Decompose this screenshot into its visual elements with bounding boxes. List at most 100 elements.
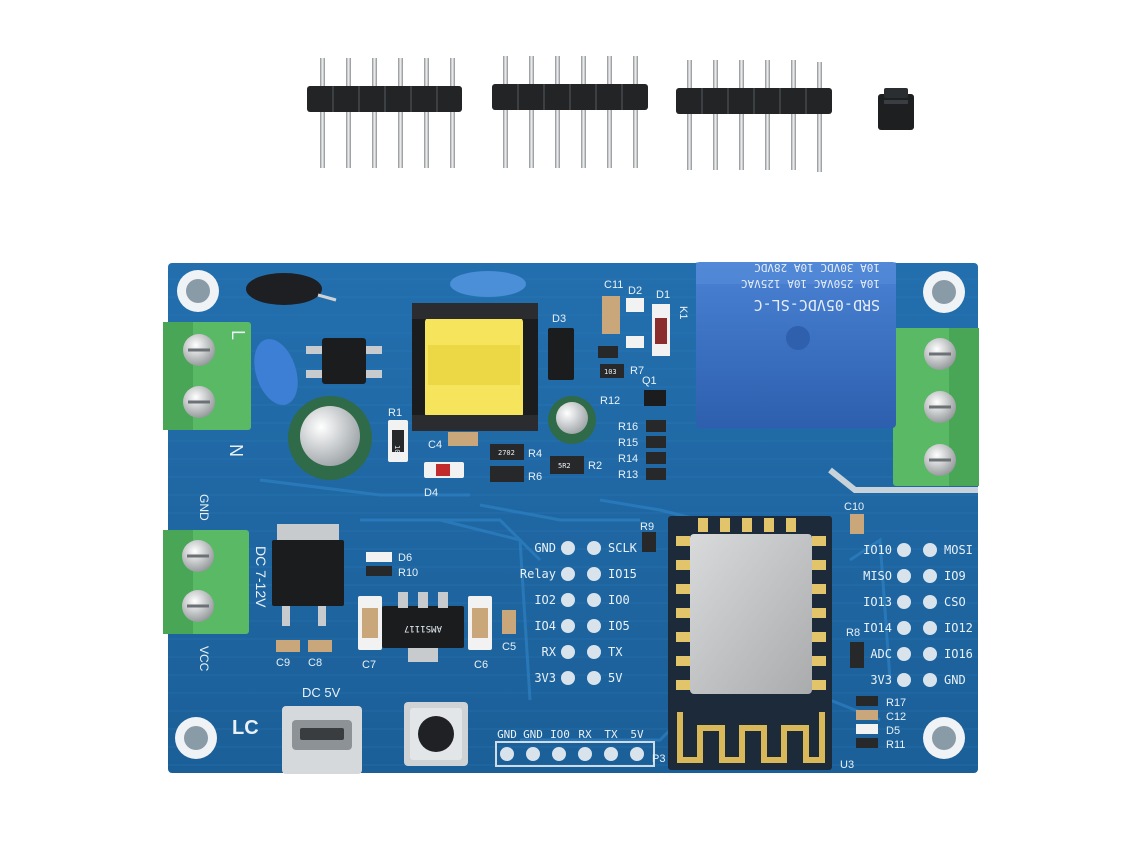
header-2-pins xyxy=(503,56,638,168)
ref-r15: R15 xyxy=(618,437,638,449)
terminal-block-dc xyxy=(163,530,249,634)
hdr2-l-miso: MISO xyxy=(863,569,892,583)
ref-r14: R14 xyxy=(618,453,638,465)
ref-c5: C5 xyxy=(502,641,516,653)
label-brand: LC xyxy=(232,717,259,739)
terminal-block-relay xyxy=(893,328,979,486)
bot-5v: 5V xyxy=(630,728,644,741)
ref-u3: U3 xyxy=(840,759,854,771)
pin-header-2 xyxy=(492,56,648,168)
ref-d3: D3 xyxy=(552,313,566,325)
hdr-r-io5: IO5 xyxy=(608,619,630,633)
mounting-hole-tr xyxy=(923,271,965,313)
hdr2-l-io13: IO13 xyxy=(863,595,892,609)
ref-r4: R4 xyxy=(528,448,542,460)
thermistor xyxy=(246,273,337,305)
hdr-l-gnd: GND xyxy=(534,541,556,555)
bridge-rectifier xyxy=(306,338,382,384)
ref-q1: Q1 xyxy=(642,375,657,387)
bot-rx: RX xyxy=(578,728,592,741)
ref-r16: R16 xyxy=(618,421,638,433)
ref-r9: R9 xyxy=(640,521,654,533)
ref-c12: C12 xyxy=(886,711,906,723)
ref-d4: D4 xyxy=(424,487,438,499)
header-right-labels-left: IO10 MISO IO13 IO14 ADC 3V3 xyxy=(863,543,892,687)
smd-code-4: 103 xyxy=(604,368,617,376)
electrolytic-cap-large xyxy=(288,396,372,480)
ref-r17: R17 xyxy=(886,697,906,709)
header-holes-left xyxy=(561,541,601,685)
hdr2-l-io10: IO10 xyxy=(863,543,892,557)
terminal-block-ac xyxy=(163,322,251,430)
header-1-pins xyxy=(320,58,455,168)
label-dc-in: DC 7-12V xyxy=(253,546,269,608)
ref-d6: D6 xyxy=(398,552,412,564)
ref-p3: P3 xyxy=(652,753,665,765)
mounting-hole-bl xyxy=(175,717,217,759)
ref-r12: R12 xyxy=(600,395,620,407)
ref-r2: R2 xyxy=(588,460,602,472)
bot-tx: TX xyxy=(604,728,618,741)
ref-c7: C7 xyxy=(362,659,376,671)
module-shield xyxy=(690,534,812,694)
electrolytic-cap-small xyxy=(548,396,596,444)
hdr2-l-adc: ADC xyxy=(870,647,892,661)
hdr-r-sclk: SCLK xyxy=(608,541,638,555)
header-right-labels-right: MOSI IO9 CSO IO12 IO16 GND xyxy=(944,543,973,687)
ref-r11: R11 xyxy=(886,739,905,751)
hdr-l-relay: Relay xyxy=(520,567,556,581)
hdr2-l-io14: IO14 xyxy=(863,621,892,635)
hdr2-l-3v3: 3V3 xyxy=(870,673,892,687)
ref-d2: D2 xyxy=(628,285,642,297)
ref-d5: D5 xyxy=(886,725,900,737)
ref-r10: R10 xyxy=(398,567,418,579)
bot-gnd-1: GND xyxy=(497,728,517,741)
ref-r6: R6 xyxy=(528,471,542,483)
header-holes-right xyxy=(897,543,937,687)
label-usb: DC 5V xyxy=(302,685,341,700)
header-3-pins xyxy=(687,60,822,172)
pcb-board xyxy=(163,262,979,774)
hdr2-r-io12: IO12 xyxy=(944,621,973,635)
pin-header-3 xyxy=(676,60,832,172)
relay xyxy=(696,262,896,428)
ref-r8: R8 xyxy=(846,627,860,639)
module-antenna xyxy=(677,712,825,763)
relay-model: SRD-05VDC-SL-C xyxy=(754,296,880,314)
smd-code-3: 5R2 xyxy=(558,462,571,470)
silkscreen: L N GND DC 7-12V VCC LC DC 5V R1 C4 D4 R… xyxy=(197,261,973,771)
bot-gnd-2: GND xyxy=(523,728,543,741)
y-capacitor xyxy=(450,271,526,297)
label-gnd-dc: GND xyxy=(197,494,211,521)
hdr-r-tx: TX xyxy=(608,645,623,659)
hdr2-r-mosi: MOSI xyxy=(944,543,973,557)
wifi-module xyxy=(668,516,832,770)
ref-d1: D1 xyxy=(656,289,670,301)
mounting-hole-tl xyxy=(177,270,219,312)
micro-usb-port xyxy=(282,706,362,774)
hdr-r-io0: IO0 xyxy=(608,593,630,607)
hdr-l-rx: RX xyxy=(542,645,557,659)
hdr-r-5v: 5V xyxy=(608,671,622,685)
ldo-regulator xyxy=(382,592,464,662)
header-left-labels-right: SCLK IO15 IO0 IO5 TX 5V xyxy=(608,541,638,685)
label-live: L xyxy=(228,330,248,340)
ref-r7: R7 xyxy=(630,365,644,377)
jumper-cap xyxy=(878,88,914,130)
smd-components xyxy=(276,296,878,748)
pin-header-1 xyxy=(307,58,462,168)
header-holes-bottom xyxy=(500,747,644,761)
ref-c8: C8 xyxy=(308,657,322,669)
mounting-hole-br xyxy=(923,717,965,759)
hdr2-r-gnd: GND xyxy=(944,673,966,687)
ref-c11: C11 xyxy=(604,279,623,291)
ref-r13: R13 xyxy=(618,469,638,481)
ref-c9: C9 xyxy=(276,657,290,669)
bot-io0: IO0 xyxy=(550,728,570,741)
smd-code-2: 2702 xyxy=(498,449,515,457)
hdr2-r-io9: IO9 xyxy=(944,569,966,583)
ref-c10: C10 xyxy=(844,501,864,513)
relay-markings: SRD-05VDC-SL-C 10A 250VAC 10A 125VAC 10A… xyxy=(741,261,880,314)
push-button xyxy=(404,702,468,766)
